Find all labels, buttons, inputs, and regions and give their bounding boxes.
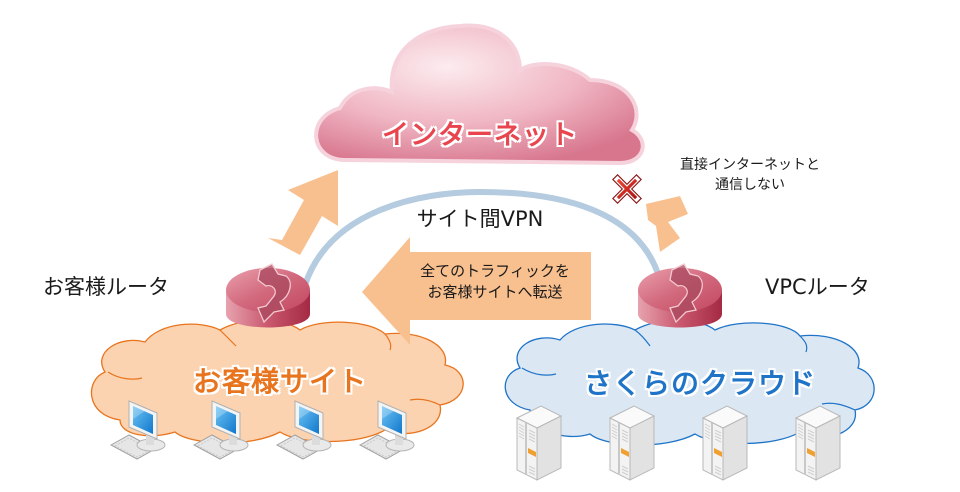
- server-icon: [608, 405, 656, 481]
- desktop-pc-icon: [275, 400, 332, 460]
- forward-traffic-label: 全てのトラフィックを お客様サイトへ転送: [395, 261, 595, 303]
- server-icon: [701, 405, 749, 481]
- x-mark-icon: [612, 174, 642, 204]
- internet-cloud-title: インターネット: [382, 120, 578, 151]
- blocked-note-line-2: 通信しない: [715, 177, 785, 193]
- vpc-router-label: VPCルータ: [765, 275, 870, 299]
- internet-cloud: [314, 23, 645, 166]
- desktop-pc-icon: [192, 400, 249, 460]
- forward-traffic-line-1: 全てのトラフィックを: [420, 262, 570, 280]
- customer-site-cloud: [90, 319, 464, 444]
- blocked-note: 直接インターネットと 通信しない: [660, 155, 840, 195]
- desktop-pc-icon: [358, 400, 415, 460]
- vpn-label: サイト間VPN: [416, 207, 544, 231]
- vpn-tunnel-arc: [302, 188, 663, 286]
- vpc-router-icon: [638, 263, 722, 328]
- sakura-cloud-cloud: [504, 319, 875, 446]
- desktop-pc-icon: [109, 400, 166, 460]
- blocked-note-line-1: 直接インターネットと: [680, 157, 820, 173]
- customer-router-label: お客様ルータ: [43, 275, 169, 299]
- server-icon: [515, 405, 563, 481]
- customer-router-icon: [226, 263, 310, 328]
- sakura-cloud-title: さくらのクラウド: [583, 367, 816, 400]
- customer-site-title: お客様サイト: [192, 365, 367, 398]
- server-icon: [794, 405, 842, 481]
- forward-traffic-arrow: [362, 237, 591, 345]
- vpc-to-internet-arrow: [646, 196, 688, 252]
- forward-traffic-line-2: お客様サイトへ転送: [427, 283, 563, 301]
- customer-to-internet-arrow: [268, 170, 338, 255]
